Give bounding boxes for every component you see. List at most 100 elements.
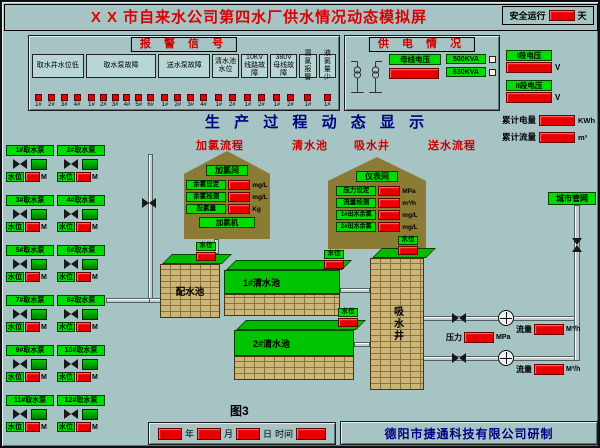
pump-name: 6#取水泵 — [57, 245, 105, 256]
total-flow: 累计流量 m³ — [502, 131, 587, 143]
total-energy-display — [539, 114, 576, 126]
safety-status: 安全运行 天 — [502, 6, 594, 25]
breaker-icon[interactable] — [489, 55, 496, 63]
section-suction-well: 吸水井 — [354, 140, 390, 152]
bus2-voltage-unit: V — [555, 93, 561, 102]
alarm-panel-title: 报 警 信 号 — [130, 37, 238, 52]
delivery-pump-icon[interactable] — [498, 350, 514, 366]
breaker-icon[interactable] — [489, 68, 496, 76]
motor-icon[interactable] — [31, 208, 47, 220]
water-level-label: 水位 — [6, 272, 24, 282]
process-title: 生 产 过 程 动 态 显 示 — [204, 114, 430, 131]
motor-icon[interactable] — [31, 258, 47, 270]
level-label: 水位 — [324, 250, 344, 259]
motor-icon[interactable] — [31, 408, 47, 420]
chlorine-measure-row: 余氯检测 mg/L — [186, 192, 268, 202]
water-level-display — [76, 222, 91, 232]
alarm-indicator: 3# — [187, 94, 195, 108]
water-level-unit: M — [41, 323, 47, 331]
alarm-indicator: 1# — [87, 94, 95, 108]
valve-icon[interactable] — [13, 309, 27, 319]
water-level-label: 水位 — [6, 372, 24, 382]
water-level-display — [76, 322, 91, 332]
outlet-pressure: 压力 MPa — [446, 332, 510, 343]
alarm-group: 送水泵故障 1# 2# 3# 4# — [158, 54, 211, 108]
level-display — [196, 252, 216, 261]
water-level-display — [76, 372, 91, 382]
chlorine-room-label: 加氯间 — [206, 165, 248, 176]
value-display — [378, 222, 401, 232]
water-level-label: 水位 — [57, 272, 75, 282]
safety-label: 安全运行 — [509, 11, 546, 21]
row-unit: Kg — [252, 205, 261, 213]
alarm-group-label: 送水泵故障 — [158, 54, 211, 78]
valve-icon[interactable] — [13, 409, 27, 419]
water-level-label: 水位 — [6, 222, 24, 232]
instrument-room: 仪表间 压力设定 MPa 流量检测 m³/h 1#出水余氯 mg/L 2#出水余… — [328, 157, 426, 249]
row-unit: m³/h — [402, 199, 416, 207]
year-label: 年 — [184, 429, 194, 439]
valve-icon[interactable] — [64, 409, 78, 419]
pipe — [574, 205, 580, 361]
tank-label: 1#清水池 — [224, 270, 340, 294]
alarm-group-label: 380V母线故障 — [270, 54, 298, 78]
level-display — [338, 318, 358, 327]
chlorine-setpoint-row: 余氯设定 mg/L — [186, 180, 268, 190]
water-level-display — [76, 172, 91, 182]
pump-name: 8#取水泵 — [57, 295, 105, 306]
valve-icon[interactable] — [13, 159, 27, 169]
motor-icon[interactable] — [31, 358, 47, 370]
section-chlorination: 加氯流程 — [196, 140, 244, 152]
motor-icon[interactable] — [82, 308, 98, 320]
pump-name: 2#取水泵 — [57, 145, 105, 156]
motor-icon[interactable] — [82, 258, 98, 270]
alarm-group: 380V母线故障 1# 2# — [270, 54, 298, 108]
row-unit: MPa — [402, 187, 416, 195]
distribution-pool-tank: 配水池 — [160, 254, 232, 318]
valve-icon[interactable] — [64, 209, 78, 219]
water-level-display — [25, 422, 40, 432]
flow-unit: M³/h — [566, 366, 581, 373]
alarm-indicator: 5# — [135, 94, 143, 108]
valve-icon[interactable] — [64, 259, 78, 269]
valve-icon[interactable] — [13, 209, 27, 219]
alarm-indicator: 1# — [323, 94, 331, 108]
valve-icon[interactable] — [64, 359, 78, 369]
valve-icon[interactable] — [13, 359, 27, 369]
tank-level-meter: 水位 — [338, 308, 360, 327]
alarm-indicator: 2# — [286, 94, 294, 108]
motor-icon[interactable] — [82, 208, 98, 220]
bus2-voltage-label: II段电压 — [506, 80, 552, 91]
valve-icon[interactable] — [64, 309, 78, 319]
water-level-label: 水位 — [57, 222, 75, 232]
alarm-indicator: 1# — [304, 94, 312, 108]
water-level-label: 水位 — [57, 422, 75, 432]
valve-icon[interactable] — [572, 238, 582, 252]
valve-icon[interactable] — [452, 353, 466, 363]
total-energy-label: 累计电量 — [502, 115, 537, 125]
motor-icon[interactable] — [31, 158, 47, 170]
level-display — [324, 260, 344, 269]
alarm-indicator: 1# — [273, 94, 281, 108]
total-energy: 累计电量 KWh — [502, 114, 595, 126]
water-level-unit: M — [41, 423, 47, 431]
pump-name: 1#取水泵 — [6, 145, 54, 156]
row-label: 余氯设定 — [186, 180, 227, 190]
alarm-indicator: 1# — [215, 94, 223, 108]
valve-icon[interactable] — [142, 198, 156, 208]
motor-icon[interactable] — [82, 358, 98, 370]
valve-icon[interactable] — [64, 159, 78, 169]
motor-icon[interactable] — [31, 308, 47, 320]
delivery-pump-icon[interactable] — [498, 310, 514, 326]
bus2-voltage-display — [506, 92, 552, 103]
valve-icon[interactable] — [13, 259, 27, 269]
motor-icon[interactable] — [82, 408, 98, 420]
motor-icon[interactable] — [82, 158, 98, 170]
water-level-unit: M — [92, 223, 98, 231]
alarm-indicator: 1# — [244, 94, 252, 108]
valve-icon[interactable] — [452, 313, 466, 323]
